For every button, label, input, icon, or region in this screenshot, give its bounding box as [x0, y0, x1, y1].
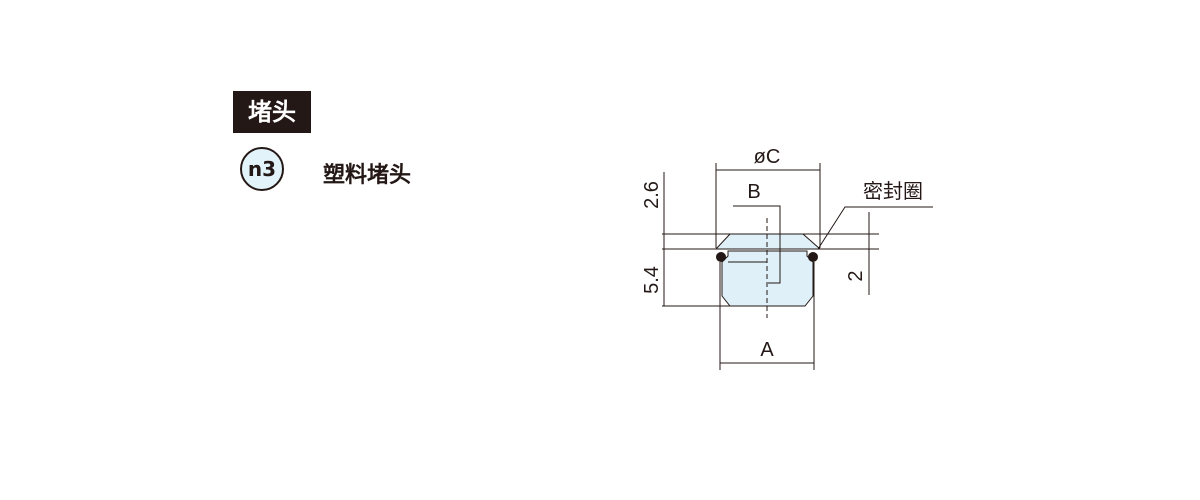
slot-b [733, 205, 781, 284]
dim-seal-offset: 2 [845, 270, 867, 281]
label-diameter-c: øC [754, 146, 781, 168]
plug-head [714, 233, 822, 250]
label-seal: 密封圈 [863, 180, 923, 203]
o-ring-right [808, 252, 818, 262]
seal-leader [817, 206, 933, 250]
item-name: 塑料堵头 [323, 163, 412, 188]
label-b: B [747, 181, 760, 203]
dim-body-height: 5.4 [641, 266, 663, 294]
section-title: 堵头 [233, 91, 311, 133]
item-badge: n3 [240, 147, 284, 191]
o-ring-left [716, 252, 726, 262]
dim-top-height: 2.6 [641, 181, 663, 209]
label-a: A [760, 339, 774, 361]
